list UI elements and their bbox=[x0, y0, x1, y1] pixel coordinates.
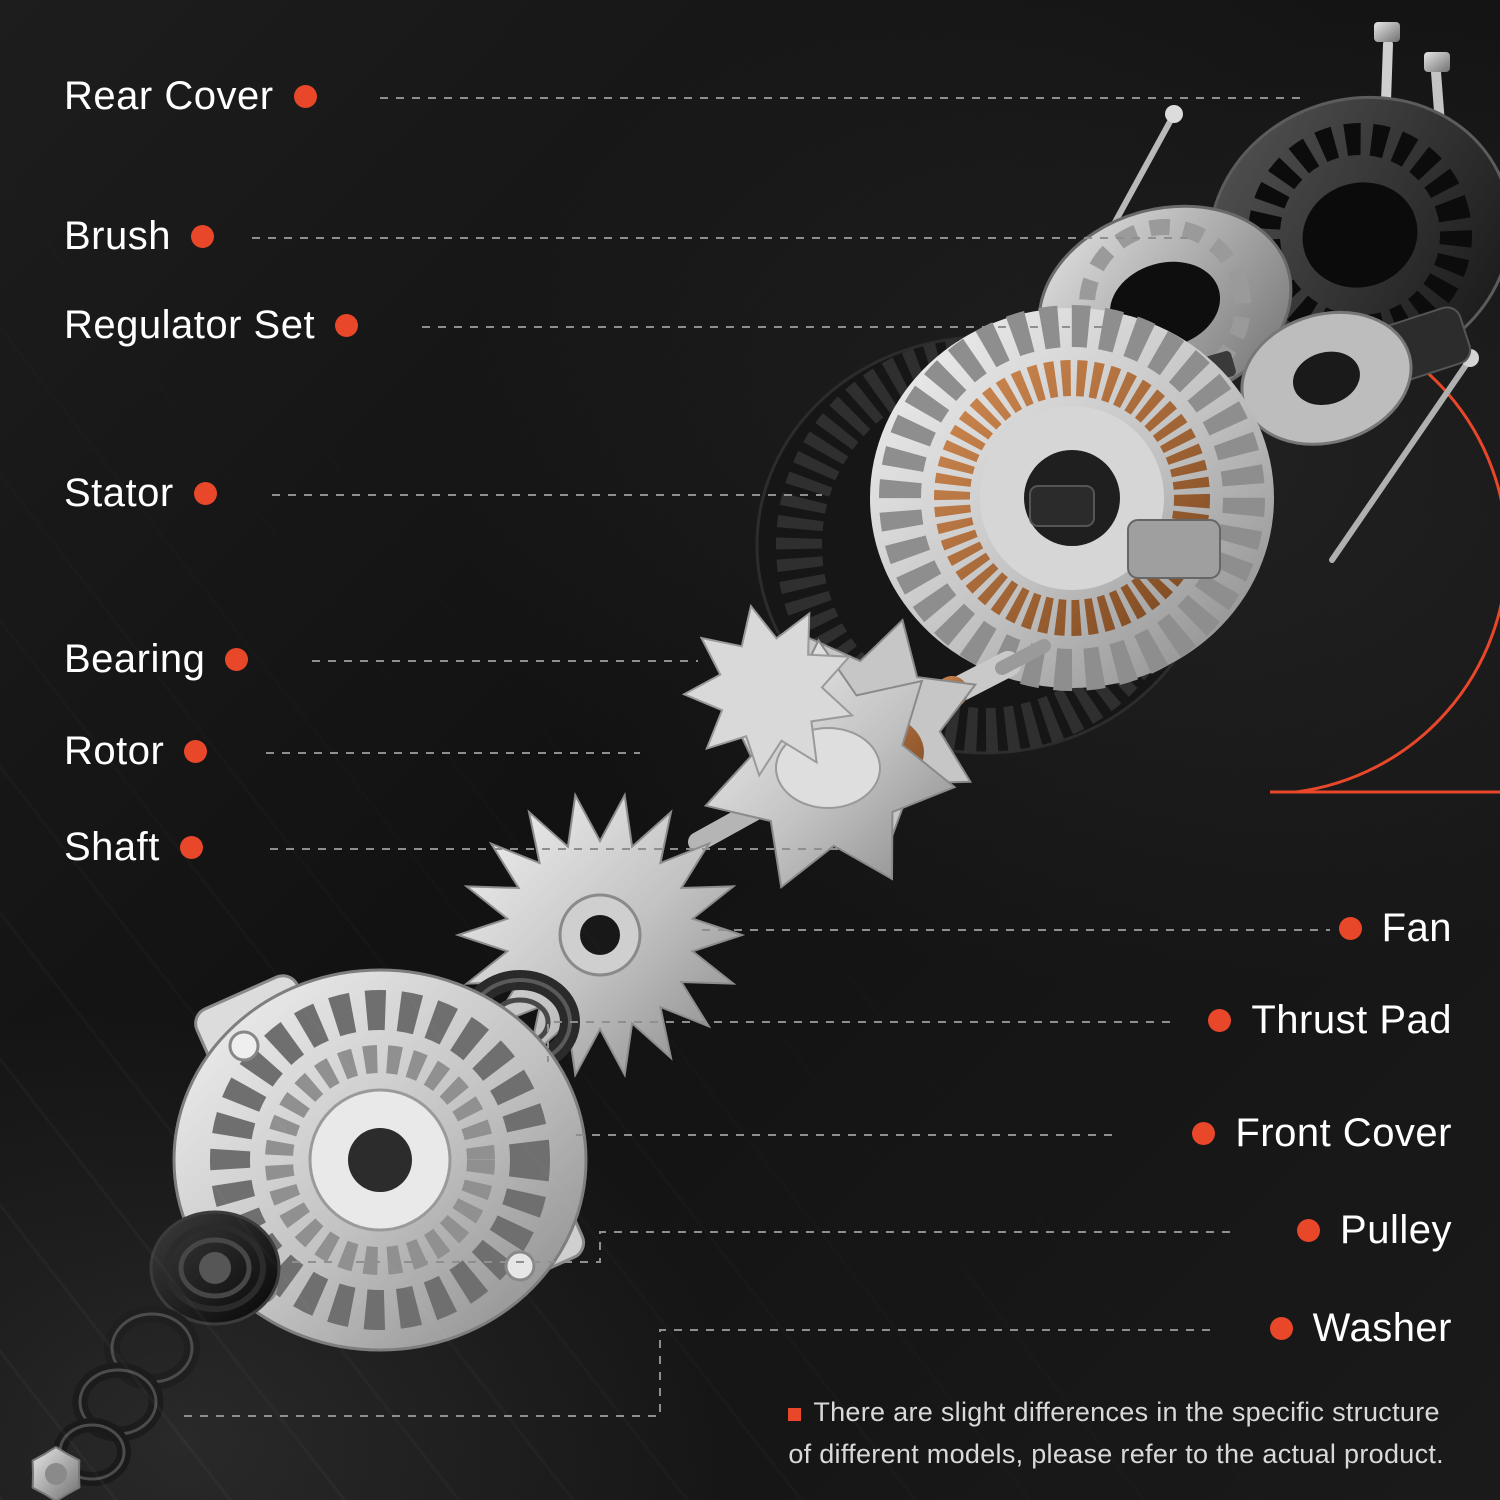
label-text: Stator bbox=[64, 471, 174, 515]
label-text: Regulator Set bbox=[64, 303, 316, 347]
label-text: Washer bbox=[1312, 1306, 1452, 1350]
stator-part bbox=[755, 305, 1274, 755]
disclaimer-bullet-square-icon bbox=[788, 1408, 802, 1422]
label-dot bbox=[1269, 1317, 1293, 1340]
label-washer: Washer bbox=[1269, 1306, 1452, 1351]
disclaimer-text: There are slight differences in the spec… bbox=[813, 1397, 1440, 1428]
label-thrust-pad: Thrust Pad bbox=[1208, 998, 1452, 1043]
label-regulator-set: Regulator Set bbox=[64, 303, 359, 348]
label-shaft: Shaft bbox=[64, 825, 203, 870]
pulley-part bbox=[149, 1210, 281, 1326]
leader-lines bbox=[178, 97, 1330, 1417]
label-text: Brush bbox=[64, 214, 171, 258]
label-dot bbox=[184, 740, 208, 763]
label-dot bbox=[1338, 917, 1362, 940]
label-dot bbox=[293, 85, 317, 108]
label-dot bbox=[191, 225, 214, 248]
label-dot bbox=[179, 836, 203, 859]
label-text: Rotor bbox=[64, 729, 165, 773]
disclaimer: There are slight differences in the spec… bbox=[788, 1392, 1444, 1476]
label-front-cover: Front Cover bbox=[1192, 1111, 1452, 1156]
washers-part bbox=[31, 1306, 200, 1500]
label-text: Shaft bbox=[64, 825, 160, 869]
label-text: Thrust Pad bbox=[1251, 998, 1452, 1042]
label-dot bbox=[193, 482, 217, 505]
label-rotor: Rotor bbox=[64, 729, 208, 774]
label-dot bbox=[1297, 1219, 1321, 1242]
label-pulley: Pulley bbox=[1297, 1208, 1452, 1253]
label-text: Bearing bbox=[64, 637, 206, 681]
label-rear-cover: Rear Cover bbox=[64, 74, 317, 119]
label-dot bbox=[1208, 1009, 1232, 1032]
disclaimer-line-1: There are slight differences in the spec… bbox=[788, 1392, 1444, 1434]
fan-part bbox=[454, 792, 746, 1078]
label-dot bbox=[335, 314, 359, 337]
label-brush: Brush bbox=[64, 214, 214, 259]
label-text: Front Cover bbox=[1235, 1111, 1452, 1155]
rotor-part bbox=[681, 603, 1051, 889]
label-text: Rear Cover bbox=[64, 74, 274, 118]
label-fan: Fan bbox=[1338, 906, 1452, 951]
label-stator: Stator bbox=[64, 471, 217, 516]
label-bearing: Bearing bbox=[64, 637, 249, 682]
label-text: Pulley bbox=[1340, 1208, 1452, 1252]
disclaimer-text: of different models, please refer to the… bbox=[788, 1439, 1444, 1470]
label-text: Fan bbox=[1381, 906, 1452, 950]
label-dot bbox=[1192, 1122, 1216, 1145]
disclaimer-line-2: of different models, please refer to the… bbox=[788, 1434, 1444, 1476]
label-dot bbox=[225, 648, 249, 671]
